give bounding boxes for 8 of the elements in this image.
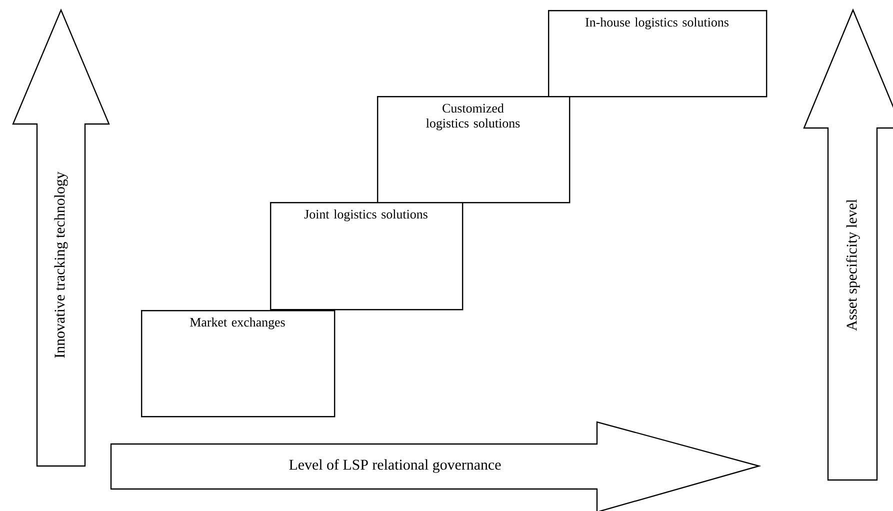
process-box (548, 10, 768, 98)
box-label: Joint logistics solutions (304, 210, 428, 222)
process-box (270, 202, 464, 310)
process-box (377, 96, 570, 204)
box-label: In-house logistics solutions (586, 18, 728, 30)
box-label: Customized logistics solutions (426, 104, 520, 130)
process-box (141, 310, 336, 418)
box-label: Market exchanges (190, 318, 285, 330)
